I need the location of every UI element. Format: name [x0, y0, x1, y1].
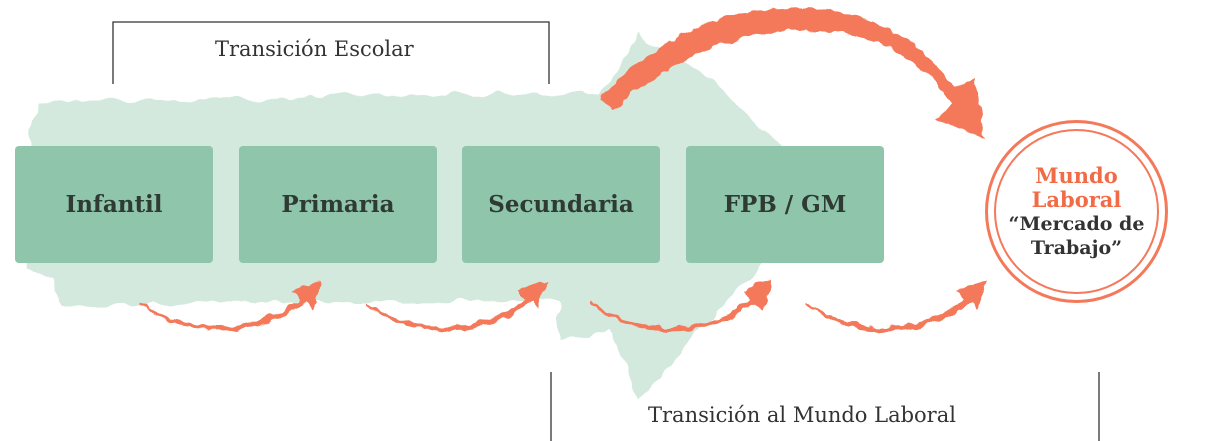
stage-infantil: Infantil	[15, 146, 213, 263]
arrow-infantil-primaria	[140, 280, 322, 331]
stage-label: Secundaria	[488, 191, 634, 218]
stage-label: Primaria	[281, 191, 395, 218]
goal-title-line1: Mundo	[1035, 162, 1118, 188]
stage-secundaria: Secundaria	[462, 146, 660, 263]
arrow-primaria-secundaria	[365, 280, 547, 331]
bottom-bracket-label: Transición al Mundo Laboral	[648, 403, 956, 427]
top-bracket-label: Transición Escolar	[215, 37, 414, 61]
arrow-secundaria-fpb	[590, 280, 772, 331]
stage-label: Infantil	[65, 191, 163, 218]
mundo-laboral-circle: Mundo Laboral “Mercado de Trabajo”	[985, 120, 1168, 303]
bottom-bracket-line	[550, 372, 1100, 441]
arrow-fpb-mundo	[805, 280, 987, 331]
top-bracket-line	[112, 21, 550, 84]
mundo-laboral-inner-ring: Mundo Laboral “Mercado de Trabajo”	[994, 129, 1159, 294]
goal-subtitle-line1: “Mercado de	[1008, 212, 1145, 235]
goal-title-line2: Laboral	[1031, 186, 1122, 212]
stage-label: FPB / GM	[723, 191, 847, 218]
goal-subtitle-line2: Trabajo”	[1030, 236, 1123, 259]
big-arc-arrow	[600, 7, 985, 141]
stage-primaria: Primaria	[239, 146, 437, 263]
stage-fpb-gm: FPB / GM	[686, 146, 884, 263]
